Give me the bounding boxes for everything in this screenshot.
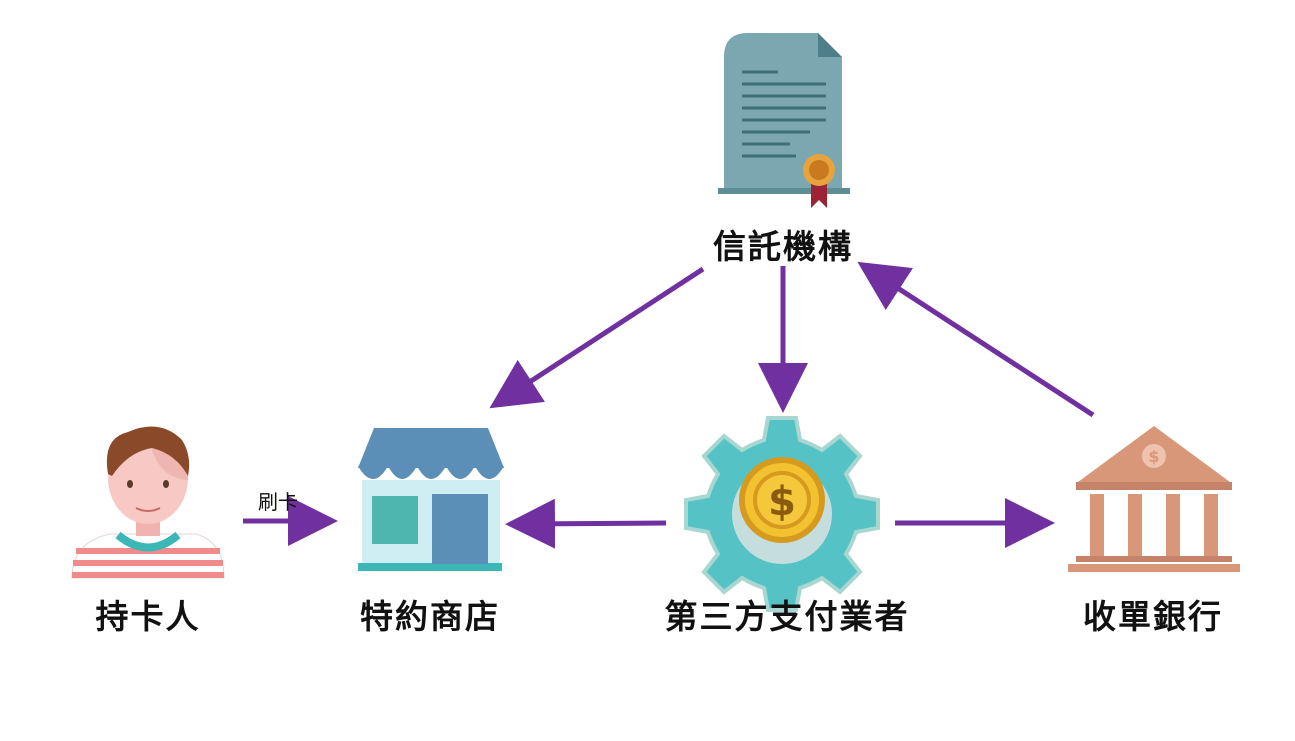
gear-dollar-icon: $ — [684, 416, 880, 612]
cardholder-label: 持卡人 — [95, 597, 201, 636]
bank-building-icon: $ — [1068, 426, 1240, 572]
certificate-icon — [718, 33, 850, 208]
person-avatar-icon — [71, 426, 225, 579]
trust-institution-label: 信託機構 — [713, 227, 853, 266]
svg-text:$: $ — [768, 479, 796, 525]
svg-text:$: $ — [1148, 447, 1159, 466]
acquiring-bank-label: 收單銀行 — [1083, 597, 1223, 636]
arrow-trust-to-merchant — [489, 266, 705, 409]
payment-provider-label: 第三方支付業者 — [664, 597, 910, 636]
arrow-bank-to-trust — [857, 261, 1095, 418]
swipe-card-label: 刷卡 — [258, 490, 298, 514]
arrow-payment-to-merchant — [505, 498, 667, 549]
storefront-icon — [358, 428, 504, 571]
merchant-label: 特約商店 — [360, 597, 500, 636]
